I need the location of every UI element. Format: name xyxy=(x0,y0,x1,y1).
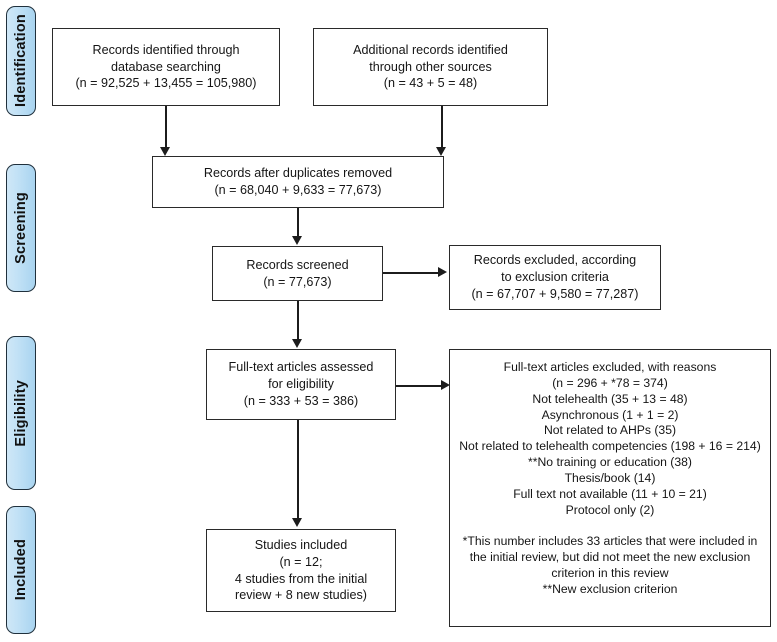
arrowhead-fulltext-to-included xyxy=(292,518,303,527)
stage-label-included: Included xyxy=(13,539,29,601)
stage-tab-identification: Identification xyxy=(6,6,36,116)
box-records-identified-other: Additional records identified through ot… xyxy=(313,28,548,106)
arrowhead-screened-to-excluded xyxy=(438,267,447,277)
stage-label-eligibility: Eligibility xyxy=(13,379,29,447)
box-records-identified-other-text: Additional records identified through ot… xyxy=(353,42,508,91)
connector-other-to-duplicates xyxy=(441,106,443,150)
box-records-after-duplicates-text: Records after duplicates removed (n = 68… xyxy=(203,166,393,197)
box-fulltext-assessed-text: Full-text articles assessed for eligibil… xyxy=(228,360,374,408)
stage-tab-screening: Screening xyxy=(6,164,36,292)
arrowhead-screened-to-fulltext xyxy=(292,339,303,348)
connector-fulltext-to-included xyxy=(297,420,299,520)
box-fulltext-assessed: Full-text articles assessed for eligibil… xyxy=(206,349,396,420)
connector-screened-to-excluded xyxy=(383,272,440,274)
arrowhead-fulltext-to-excluded xyxy=(441,380,450,390)
box-fulltext-excluded-text: Full-text articles excluded, with reason… xyxy=(459,360,761,597)
connector-database-to-duplicates xyxy=(165,106,167,150)
box-records-identified-database-text: Records identified through database sear… xyxy=(75,42,257,91)
box-studies-included: Studies included (n = 12; 4 studies from… xyxy=(206,529,396,612)
box-fulltext-excluded: Full-text articles excluded, with reason… xyxy=(449,349,771,627)
stage-label-identification: Identification xyxy=(13,14,29,108)
connector-fulltext-to-excluded xyxy=(396,385,444,387)
arrowhead-duplicates-to-screened xyxy=(292,236,303,245)
connector-duplicates-to-screened xyxy=(297,208,299,238)
box-records-after-duplicates: Records after duplicates removed (n = 68… xyxy=(152,156,444,208)
box-records-identified-database: Records identified through database sear… xyxy=(52,28,280,106)
stage-tab-included: Included xyxy=(6,506,36,634)
arrowhead-other-to-duplicates xyxy=(436,147,447,156)
box-records-screened: Records screened (n = 77,673) xyxy=(212,246,383,301)
stage-label-screening: Screening xyxy=(13,192,29,264)
box-records-excluded: Records excluded, according to exclusion… xyxy=(449,245,661,310)
box-records-screened-text: Records screened (n = 77,673) xyxy=(246,257,349,289)
arrowhead-database-to-duplicates xyxy=(160,147,171,156)
box-studies-included-text: Studies included (n = 12; 4 studies from… xyxy=(234,537,368,603)
connector-screened-to-fulltext xyxy=(297,301,299,341)
stage-tab-eligibility: Eligibility xyxy=(6,336,36,490)
box-records-excluded-text: Records excluded, according to exclusion… xyxy=(471,253,639,301)
